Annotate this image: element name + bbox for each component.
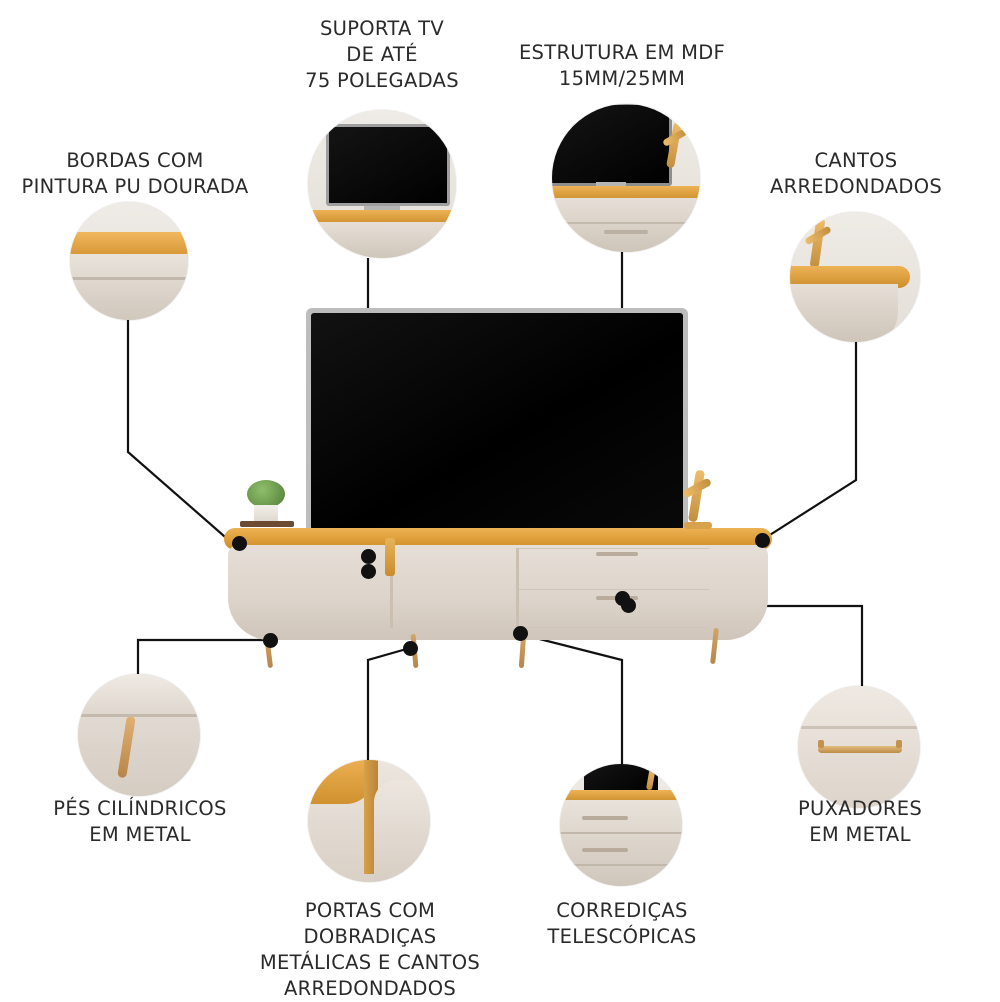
rack-drawer-handle-top [596,552,638,556]
books-stack [240,521,294,527]
callout-image-puxadores [798,686,920,808]
callout-label-corredicas: CORREDIÇAS TELESCÓPICAS [547,899,697,948]
hotspot-cantos [755,533,770,548]
tv-bezel [306,308,688,536]
hotspot-pes [263,633,278,648]
hotspot-suporta-tv [361,549,376,564]
rack-top-surface [224,528,772,550]
callout-image-bordas-pintura [70,202,188,320]
callout-image-suporta-tv [308,110,456,258]
rack-door-divider-left [390,550,393,628]
callout-label-suporta-tv: SUPORTA TV DE ATÉ 75 POLEGADAS [305,17,459,92]
plant-foliage [247,480,285,508]
callout-image-portas [308,760,430,882]
callout-label-bordas-pintura: BORDAS COM PINTURA PU DOURADA [21,149,249,198]
tv-screen [311,313,683,530]
rack-body [228,545,768,640]
callout-image-pes [78,674,200,796]
callout-image-estrutura-mdf [552,104,700,252]
callout-image-corredicas [560,764,682,886]
golden-statue [678,469,718,532]
hotspot-bordas [232,536,247,551]
callout-label-cantos: CANTOS ARREDONDADOS [769,149,943,198]
rack-gold-accent [385,538,395,576]
plant-pot [254,505,278,523]
rack-door-divider-middle [516,548,519,632]
hotspot-portas-upper [361,564,376,579]
callout-label-puxadores: PUXADORES EM METAL [797,797,923,846]
callout-label-pes: PÉS CILÍNDRICOS EM METAL [53,797,227,846]
callout-label-portas: PORTAS COM DOBRADIÇAS METÁLICAS E CANTOS… [259,899,481,1000]
callout-label-estrutura-mdf: ESTRUTURA EM MDF 15MM/25MM [518,41,726,90]
hotspot-portas [403,641,418,656]
hotspot-puxadores [621,598,636,613]
rack-drawer-top [519,548,709,590]
callout-image-cantos [790,212,920,342]
rack-drawer-bottom [519,589,709,628]
hotspot-corredicas [513,626,528,641]
